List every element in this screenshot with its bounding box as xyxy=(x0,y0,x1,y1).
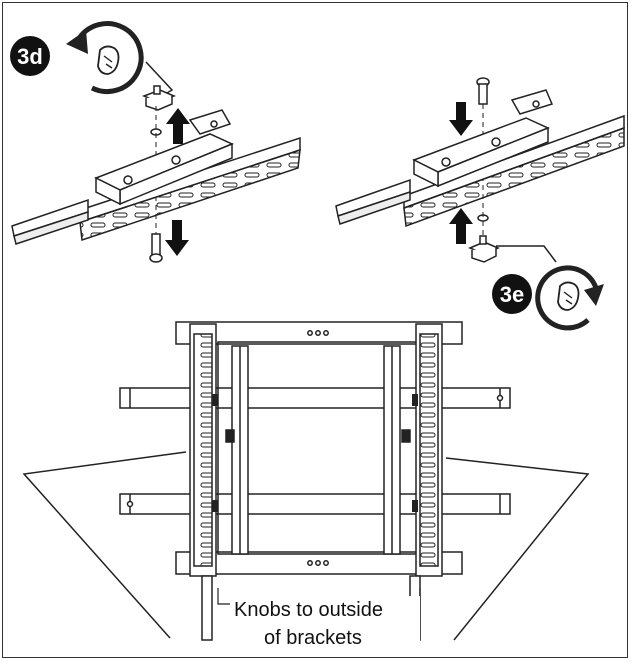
step-3e-badge: 3e xyxy=(492,274,532,314)
knob-outside-right xyxy=(412,394,418,512)
upright-rail-right xyxy=(409,323,443,641)
tilt-bracket-3d xyxy=(94,109,234,206)
extension-arm-lower xyxy=(119,493,511,515)
wall-plate-bottom-rail xyxy=(175,551,463,575)
tv-outline-left xyxy=(22,451,187,639)
step-3d-label: 3d xyxy=(17,44,43,69)
arrow-down-3d xyxy=(165,220,189,256)
tilt-bracket-3e xyxy=(412,89,554,188)
tv-bracket-left xyxy=(225,345,249,555)
bolt-3d xyxy=(149,233,163,263)
step-3d-badge: 3d xyxy=(10,36,50,76)
extension-arm-upper xyxy=(119,387,511,409)
arrow-up-3e xyxy=(449,208,473,244)
step-3e-label: 3e xyxy=(500,282,524,307)
caption-line-1: Knobs to outside xyxy=(234,599,383,621)
caption-backdrop xyxy=(230,596,420,648)
wall-mount-assembly xyxy=(22,321,590,641)
wall-plate-top-rail xyxy=(175,321,463,345)
tv-outline-right xyxy=(445,457,590,641)
leader-line-3e xyxy=(496,245,557,263)
rail-3d xyxy=(11,136,301,245)
knob-3d xyxy=(141,85,177,111)
upright-rail-left xyxy=(189,323,217,641)
caption-line-2: of brackets xyxy=(264,627,362,649)
knob-outside-left xyxy=(212,394,218,512)
step-3e-group: 3e xyxy=(335,77,625,331)
rail-3e xyxy=(335,114,625,228)
washer-3e xyxy=(477,214,489,222)
step-3d-group: 3d xyxy=(10,21,301,263)
caption-leader-left xyxy=(217,588,230,605)
rotate-counterclockwise-icon xyxy=(66,21,144,95)
knob-3e xyxy=(468,235,500,263)
arrow-up-3d xyxy=(166,108,190,144)
rotate-clockwise-icon xyxy=(535,265,604,331)
arrow-down-3e xyxy=(449,102,473,136)
tv-bracket-right xyxy=(383,345,411,555)
bolt-3e xyxy=(476,77,490,105)
